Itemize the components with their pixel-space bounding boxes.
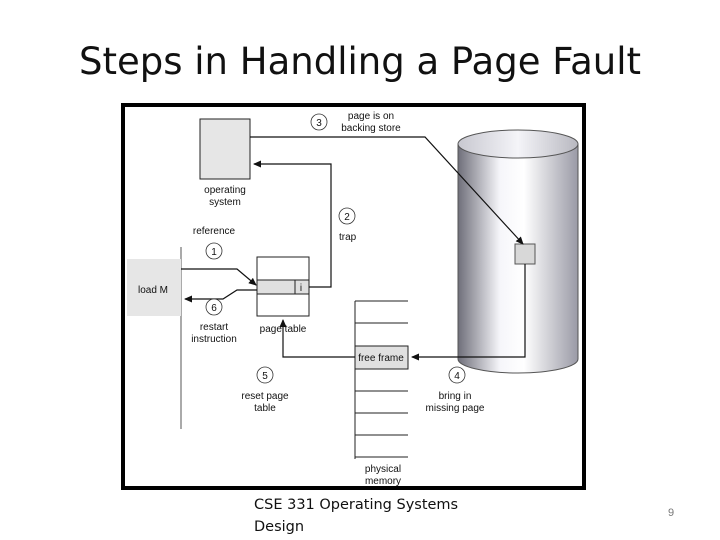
load-instruction-box — [127, 259, 181, 316]
step-4-label-line2: missing page — [426, 403, 485, 414]
step-2-label: trap — [339, 232, 357, 243]
os-label-line1: operating — [204, 185, 246, 196]
step-5-marker: 5 — [256, 366, 274, 384]
figure-frame: operating system load M i page table — [121, 103, 586, 490]
load-instruction-label: load M — [138, 285, 168, 296]
step-1-marker: 1 — [205, 242, 223, 260]
physical-memory-label-line1: physical — [365, 464, 401, 475]
physical-memory — [354, 300, 409, 459]
slide-title: Steps in Handling a Page Fault — [78, 40, 642, 83]
page-number: 9 — [668, 507, 675, 519]
step-3-label-line2: backing store — [341, 123, 401, 134]
slide-footer: CSE 331 Operating Systems Design — [254, 494, 494, 538]
page-fault-diagram: operating system load M i page table — [127, 111, 579, 486]
step-4-label-line1: bring in — [439, 391, 472, 402]
step-4-marker: 4 — [448, 366, 466, 384]
invalid-bit-label: i — [300, 283, 302, 294]
step-6-marker: 6 — [205, 298, 223, 316]
svg-text:5: 5 — [262, 371, 268, 382]
footer-line-1: CSE 331 Operating Systems — [254, 497, 459, 513]
os-label-line2: system — [209, 197, 241, 208]
arrow-reset-page-table — [279, 319, 355, 358]
arrow-reference — [181, 268, 257, 286]
free-frame-label: free frame — [358, 353, 404, 364]
step-6-label-line2: instruction — [191, 334, 237, 345]
step-6-label-line1: restart — [200, 322, 229, 333]
svg-text:2: 2 — [344, 212, 350, 223]
svg-text:3: 3 — [316, 118, 322, 129]
arrow-backing-store — [250, 136, 524, 245]
arrow-restart — [184, 289, 257, 303]
step-3-marker: 3 — [310, 113, 328, 131]
operating-system-box — [199, 118, 251, 180]
arrow-trap — [253, 160, 332, 288]
step-1-label: reference — [193, 226, 236, 237]
svg-text:6: 6 — [211, 303, 217, 314]
arrow-bring-in — [411, 264, 526, 361]
missing-page-on-disk — [514, 243, 536, 265]
figure-canvas: operating system load M i page table — [125, 107, 582, 486]
footer-line-2: Design — [254, 519, 305, 535]
step-2-marker: 2 — [338, 207, 356, 225]
step-5-label-line1: reset page — [241, 391, 289, 402]
step-3-label-line1: page is on — [348, 111, 394, 122]
step-5-label-line2: table — [254, 403, 276, 414]
svg-text:4: 4 — [454, 371, 460, 382]
svg-text:1: 1 — [211, 247, 217, 258]
physical-memory-label-line2: memory — [365, 476, 401, 486]
